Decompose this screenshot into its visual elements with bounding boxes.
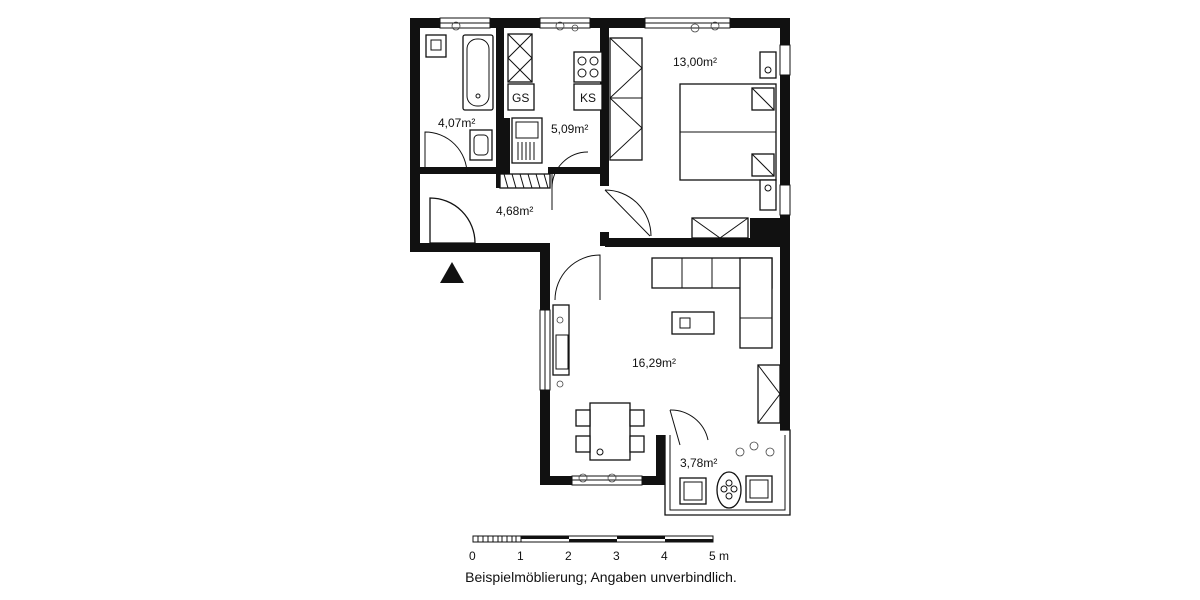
- bedroom-furniture: [609, 37, 777, 239]
- living-furniture: [552, 257, 781, 461]
- balcony: [664, 429, 791, 516]
- area-kitchen: 5,09m²: [551, 122, 588, 136]
- scale-tick-5: 5 m: [709, 549, 729, 563]
- scale-bar: 0 1 2 3 4 5 m: [469, 535, 729, 563]
- area-balcony: 3,78m²: [680, 456, 717, 470]
- scale-tick-4: 4: [661, 549, 668, 563]
- area-living: 16,29m²: [632, 356, 676, 370]
- scale-tick-1: 1: [517, 549, 524, 563]
- kitchen-furniture: [499, 33, 603, 189]
- room-labels: 4,07m² 5,09m² 13,00m² 4,68m² 16,29m² 3,7…: [438, 55, 717, 470]
- area-bedroom: 13,00m²: [673, 55, 717, 69]
- scale-tick-0: 0: [469, 549, 476, 563]
- entrance-arrow-icon: [440, 262, 464, 283]
- windows: [439, 17, 791, 486]
- area-bath: 4,07m²: [438, 116, 475, 130]
- plants: [451, 21, 775, 483]
- bathroom-furniture: [425, 34, 494, 161]
- doors: [424, 131, 709, 446]
- scale-tick-2: 2: [565, 549, 572, 563]
- disclaimer-note: Beispielmöblierung; Angaben unverbindlic…: [465, 569, 737, 585]
- label-ks: KS: [580, 91, 596, 105]
- area-hall: 4,68m²: [496, 204, 533, 218]
- scale-tick-3: 3: [613, 549, 620, 563]
- label-gs: GS: [512, 91, 529, 105]
